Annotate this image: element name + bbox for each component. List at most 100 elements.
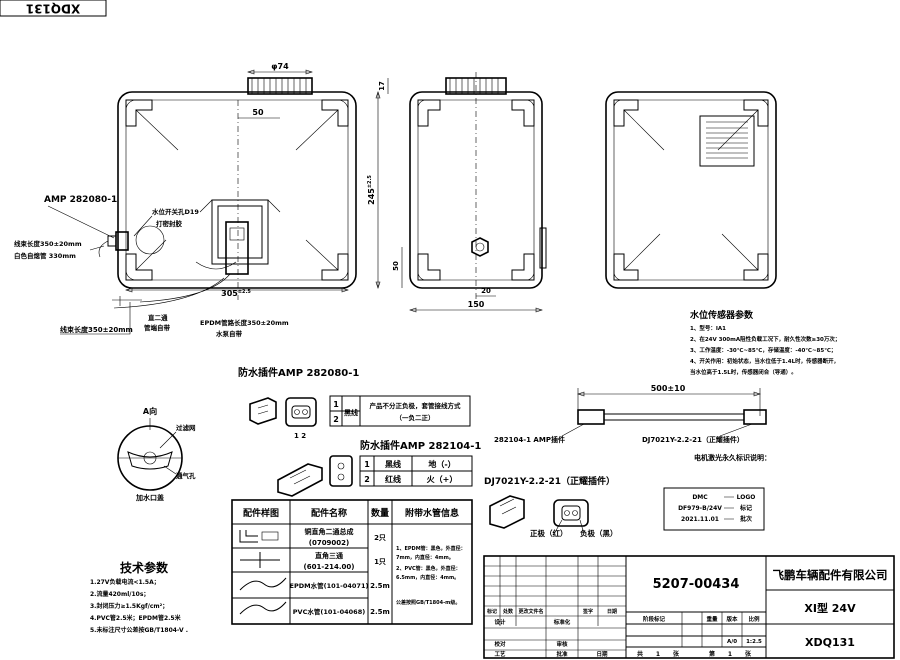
connector-2-role: 火（+） — [427, 474, 458, 484]
hose-info-line: 2、PVC管：黑色，外直径： — [396, 565, 461, 572]
sensor-param-line: 当水位高于1.5L时，传感器闭合（导通）。 — [690, 368, 797, 376]
parts-table: 配件样图 配件名称 数量 附带水管信息 铜直角二通总成 (0709002) 直角… — [231, 499, 473, 625]
tank-outline-front — [117, 91, 357, 289]
tank-outline-side — [409, 91, 543, 289]
title-sheet-unit: 张 — [745, 650, 752, 658]
part-qty: 2只 — [374, 534, 386, 542]
tech-param-line: 3.封闭压力≥1.5Kgf/cm²； — [90, 602, 168, 610]
dim-height: 245±2.5 — [367, 175, 376, 205]
laser-mark-left: 2021.11.01 — [681, 516, 719, 523]
harness-length: 500±10 — [651, 384, 686, 393]
parts-header: 配件名称 — [311, 507, 347, 519]
connector-1-note: 产品不分正负极，套管接线方式 — [370, 401, 462, 410]
title-sheet-label: 第 — [708, 650, 715, 658]
laser-mark-left: DMC — [692, 494, 708, 501]
part-code: (601-214.00) — [304, 563, 355, 571]
part-name: PVC水管(101-04068) — [293, 607, 365, 616]
hose-info-line: 7mm，内直径：4mm。 — [396, 554, 454, 561]
part-name: EPDM水管(101-04071) — [290, 581, 369, 590]
part-tee-icon — [240, 552, 280, 568]
connector-1-title: 防水插件AMP 282080-1 — [238, 366, 359, 379]
laser-mark: 电机激光永久标识说明： DMC DF979-B/24V 2021.11.01 L… — [663, 453, 771, 531]
back-view — [605, 91, 777, 289]
part-pvc-icon — [239, 601, 287, 615]
label-connector: AMP 282080-1 — [44, 195, 117, 205]
label-elbow: 直二通 — [148, 313, 168, 322]
label-sensor-hole: 水位开关孔D19 — [152, 207, 199, 216]
connector-2-face-icon — [329, 455, 353, 487]
harness-right-plug — [743, 409, 767, 425]
view-a-filter: 过滤网 — [176, 423, 196, 432]
title-version-label: 版本 — [725, 615, 738, 623]
connector-1: 防水插件AMP 282080-1 1 2 1 2 黑线 产品不分正负极，套管接线… — [238, 366, 471, 440]
sensor-params-title: 水位传感器参数 — [690, 309, 754, 321]
title-weight-label: 重量 — [706, 615, 718, 623]
connector-1-num: 1 — [333, 400, 339, 409]
connector-2-color: 红线 — [385, 474, 401, 484]
laser-mark-title: 电机激光永久标识说明： — [694, 453, 771, 462]
harness: 500±10 282104-1 AMP插件 DJ7021Y-2.2-21（正耀插… — [484, 384, 767, 538]
part-qty: 2.5m — [370, 608, 390, 616]
connector-2: 防水插件AMP 282104-1 1 2 黑线 红线 地（-） 火（+） — [277, 439, 481, 497]
title-rev-header: 日期 — [607, 608, 617, 615]
connector-1-note: （一负二正） — [396, 413, 435, 422]
label-hose-outlet: 水泵自带 — [216, 329, 243, 338]
title-role: 批准 — [556, 650, 568, 658]
title-total-label: 共 — [637, 650, 643, 658]
connector-2-plug-icon — [277, 463, 323, 497]
tech-param-line: 1.27V负载电流<1.5A； — [90, 578, 160, 586]
title-rev-header: 标记 — [486, 608, 497, 615]
dim-cap-height: 17 — [378, 81, 386, 91]
dim-outlet-height: 50 — [392, 261, 400, 271]
harness-plug-title: DJ7021Y-2.2-21（正耀插件） — [484, 475, 615, 487]
tech-param-line: 5.未标注尺寸公差按GB/T1804-V . — [90, 626, 188, 634]
tech-params-title: 技术参数 — [120, 560, 169, 575]
dim-outlet-offset: 20 — [481, 287, 491, 295]
title-sheet: 1 — [728, 651, 732, 658]
laser-mark-right: 批次 — [740, 515, 752, 523]
title-rev-header: 处数 — [502, 608, 514, 615]
corner-code-box: XDQ131 — [0, 0, 107, 17]
tech-param-line: 4.PVC管2.5米；EPDM管2.5米 — [90, 614, 181, 622]
part-qty: 2.5m — [370, 582, 390, 590]
title-scale: 1:2.5 — [746, 639, 762, 645]
title-block: 标记 处数 更改文件名 签字 日期 设计 标准化 校对 工艺 审核 批准 日期 … — [483, 555, 895, 659]
part-code: (0709002) — [309, 539, 350, 547]
product-label — [699, 115, 755, 167]
laser-mark-right: 标记 — [739, 504, 752, 512]
connector-1-pins: 1 2 — [294, 432, 306, 440]
connector-1-face-icon — [285, 397, 317, 427]
parts-header: 配件样图 — [243, 507, 279, 519]
sensor-param-line: 3、工作温度：-30℃~85℃，存储温度：-40℃~85℃； — [690, 346, 836, 354]
view-a-title: A向 — [143, 406, 157, 416]
title-role: 设计 — [494, 618, 506, 626]
title-scale-label: 比例 — [748, 615, 760, 623]
title-sheet-unit: 张 — [673, 650, 680, 658]
connector-1-num: 2 — [333, 415, 339, 424]
hose-info-line: 6.5mm，内直径：4mm。 — [396, 574, 459, 581]
dim-cap-diameter: φ74 — [271, 62, 289, 71]
harness-left-plug — [577, 409, 605, 425]
view-a: A向 过滤网 通气孔 加水口盖 — [117, 406, 196, 502]
title-role: 审核 — [556, 640, 568, 648]
corner-code: XDQ131 — [26, 2, 80, 16]
sensor-params: 水位传感器参数 1、型号：IA1 2、在24V 300mA阻性负载工况下，耐久性… — [690, 309, 840, 376]
part-name: 铜直角二通总成 — [305, 527, 354, 536]
label-hose-ends: 管端自带 — [144, 323, 171, 332]
connector-2-title: 防水插件AMP 282104-1 — [360, 439, 481, 452]
connector-1-color: 黑线 — [344, 408, 358, 417]
label-epdm: EPDM管路长度350±20mm — [200, 318, 289, 327]
dim-width: 305±2.5 — [221, 289, 251, 298]
hose-info-line: 1、EPDM管：黑色，外直径： — [396, 545, 466, 552]
outlet-hex — [471, 237, 489, 257]
laser-mark-left: DF979-B/24V — [678, 505, 722, 512]
tech-params: 技术参数 1.27V负载电流<1.5A； 2.流量420ml/10s； 3.封闭… — [90, 560, 188, 634]
harness-plug-face-icon — [553, 499, 589, 527]
sensor-param-line: 4、开关作用：初始状态，当水位低于1.4L时，传感器断开， — [690, 357, 839, 365]
harness-pos-label: 正极（红） — [530, 528, 568, 538]
title-role: 校对 — [494, 640, 506, 648]
part-elbow-icon — [239, 530, 279, 543]
harness-neg-label: 负极（黑） — [580, 528, 618, 538]
filler-cap — [247, 77, 313, 95]
